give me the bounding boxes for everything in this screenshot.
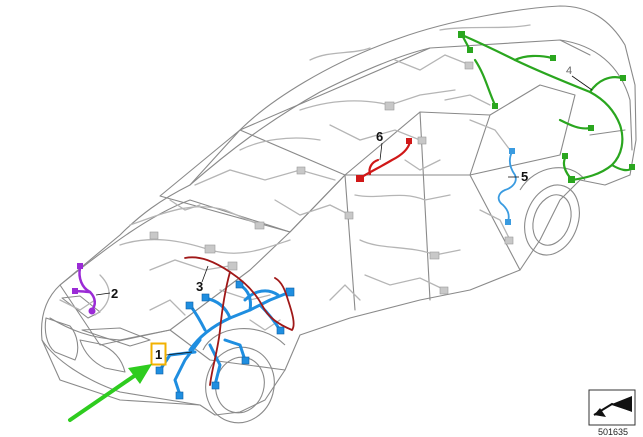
callout-3: 3 [196,279,203,294]
callout-1-highlight-box [150,342,167,366]
harness-6 [358,140,412,180]
harness-2-connectors [72,263,96,315]
callout-6: 6 [376,129,383,144]
pointer-arrow [68,364,152,422]
callout-1: 1 [155,347,162,362]
harness-4-connectors [458,31,635,183]
image-code: 501635 [598,427,628,437]
callout-2: 2 [111,286,118,301]
rear-wheel [519,167,586,256]
harness-5 [497,151,517,223]
callout-leaders [95,75,593,356]
harness-1 [158,283,292,397]
car-body-outline [40,5,637,416]
callout-5: 5 [521,169,528,184]
harness-1-connectors [155,280,295,400]
background-connectors [149,61,514,295]
callout-4: 4 [566,65,572,77]
harness-3 [184,256,295,386]
harness-6-connectors [356,138,412,182]
background-harness-network [59,24,531,331]
harness-5-connectors [505,148,515,225]
catalog-arrow-icon [588,389,636,426]
